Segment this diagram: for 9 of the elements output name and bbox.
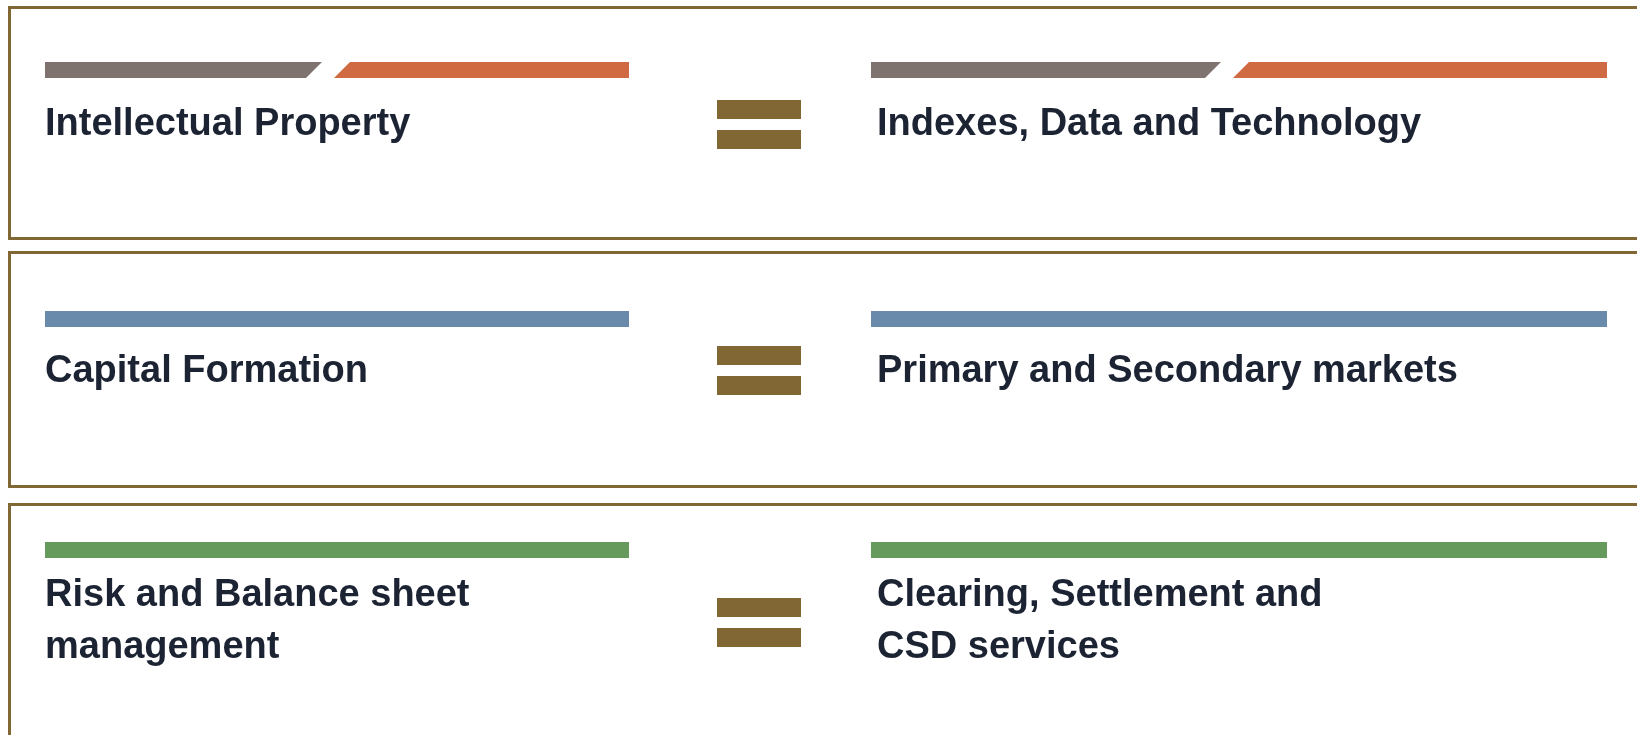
row-label: Risk and Balance sheet management: [45, 571, 471, 668]
row-label: Capital Formation: [45, 347, 370, 392]
row-panel: [8, 6, 1637, 240]
row-panel: [8, 503, 1637, 735]
row-panel: [8, 251, 1637, 488]
row-label: Primary and Secondary markets: [877, 347, 1459, 392]
row-label: Indexes, Data and Technology: [877, 100, 1423, 145]
row-label: Clearing, Settlement and CSD services: [877, 571, 1324, 668]
row-label: Intellectual Property: [45, 100, 412, 145]
